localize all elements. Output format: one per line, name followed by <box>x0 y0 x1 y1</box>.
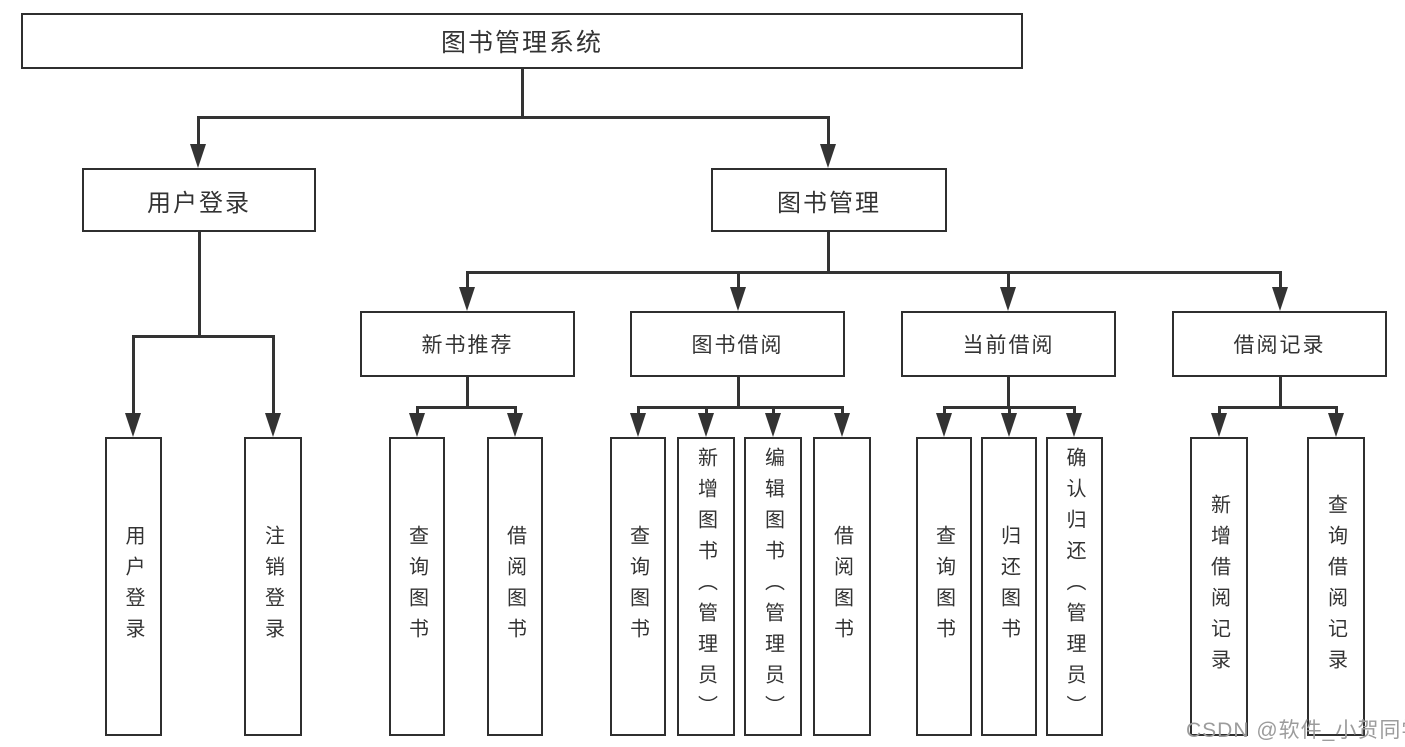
down-arrow-icon <box>820 144 836 168</box>
connector-level3-branch <box>467 271 1281 274</box>
watermark: CSDN @软件_小贺同学 <box>1186 719 1405 742</box>
connector-stem <box>1335 406 1338 415</box>
leaf-borrow-query: 查询图书 <box>610 437 666 736</box>
down-arrow-icon <box>1328 413 1344 437</box>
leaf-records-query: 查询借阅记录 <box>1307 437 1365 736</box>
leaf-borrow-add-label: 新增图书（管理员） <box>694 447 717 726</box>
leaf-borrow-borrow: 借阅图书 <box>813 437 871 736</box>
down-arrow-icon <box>507 413 523 437</box>
leaf-login-label: 用户登录 <box>122 524 144 649</box>
leaf-current-confirm-label: 确认归还（管理员） <box>1063 447 1085 726</box>
down-arrow-icon <box>730 287 746 311</box>
node-user-login-label: 用户登录 <box>147 189 251 217</box>
connector-user-login-drop <box>198 232 201 337</box>
leaf-borrow-edit-label: 编辑图书（管理员） <box>761 447 784 726</box>
connector-book-borrow-drop <box>737 377 740 408</box>
connector-stem <box>943 406 946 415</box>
leaf-records-add: 新增借阅记录 <box>1190 437 1248 736</box>
leaf-logout-label: 注销登录 <box>261 524 284 649</box>
connector-new-books-drop <box>466 377 469 408</box>
connector-stem <box>416 406 419 415</box>
down-arrow-icon <box>630 413 646 437</box>
connector-stem-login <box>132 335 135 415</box>
leaf-borrow-borrow-label: 借阅图书 <box>830 524 853 649</box>
connector-stem <box>514 406 517 415</box>
down-arrow-icon <box>936 413 952 437</box>
down-arrow-icon <box>698 413 714 437</box>
node-user-login: 用户登录 <box>82 168 316 232</box>
connector-borrow-records-branch <box>1219 406 1337 409</box>
leaf-borrow-edit: 编辑图书（管理员） <box>744 437 802 736</box>
leaf-newbooks-query-label: 查询图书 <box>405 524 428 649</box>
node-current-borrow-label: 当前借阅 <box>962 334 1055 357</box>
down-arrow-icon <box>409 413 425 437</box>
down-arrow-icon <box>1066 413 1082 437</box>
leaf-current-confirm: 确认归还（管理员） <box>1046 437 1103 736</box>
connector-stem <box>637 406 640 415</box>
leaf-borrow-add: 新增图书（管理员） <box>677 437 735 736</box>
connector-stem <box>705 406 708 415</box>
connector-user-login-branch <box>133 335 274 338</box>
connector-root-drop <box>521 69 524 118</box>
node-borrow-records: 借阅记录 <box>1172 311 1387 377</box>
node-borrow-records-label: 借阅记录 <box>1233 334 1326 357</box>
leaf-current-query-label: 查询图书 <box>932 524 955 649</box>
leaf-newbooks-borrow-label: 借阅图书 <box>503 524 526 649</box>
node-new-books-label: 新书推荐 <box>421 334 514 357</box>
leaf-current-query: 查询图书 <box>916 437 972 736</box>
leaf-newbooks-query: 查询图书 <box>389 437 445 736</box>
connector-stem <box>1008 406 1011 415</box>
connector-current-borrow-drop <box>1007 377 1010 408</box>
down-arrow-icon <box>1000 287 1016 311</box>
connector-stem-current-borrow <box>1007 271 1010 290</box>
node-current-borrow: 当前借阅 <box>901 311 1116 377</box>
node-new-books: 新书推荐 <box>360 311 575 377</box>
node-book-borrow: 图书借阅 <box>630 311 845 377</box>
down-arrow-icon <box>459 287 475 311</box>
leaf-newbooks-borrow: 借阅图书 <box>487 437 543 736</box>
connector-book-mgmt-drop <box>827 232 830 273</box>
node-book-mgmt: 图书管理 <box>711 168 947 232</box>
connector-stem-book-borrow <box>737 271 740 290</box>
down-arrow-icon <box>1272 287 1288 311</box>
connector-stem <box>772 406 775 415</box>
leaf-login: 用户登录 <box>105 437 162 736</box>
leaf-current-return: 归还图书 <box>981 437 1037 736</box>
connector-stem-logout <box>272 335 275 415</box>
down-arrow-icon <box>765 413 781 437</box>
connector-stem-book-mgmt <box>827 116 830 146</box>
connector-book-borrow-branch <box>638 406 843 409</box>
connector-stem-borrow-records <box>1279 271 1282 290</box>
node-book-mgmt-label: 图书管理 <box>777 189 881 217</box>
down-arrow-icon <box>1211 413 1227 437</box>
connector-stem-user-login <box>197 116 200 146</box>
down-arrow-icon <box>834 413 850 437</box>
leaf-records-add-label: 新增借阅记录 <box>1207 493 1230 680</box>
leaf-records-query-label: 查询借阅记录 <box>1324 493 1347 680</box>
connector-stem <box>841 406 844 415</box>
down-arrow-icon <box>1001 413 1017 437</box>
node-root-label: 图书管理系统 <box>440 29 603 57</box>
leaf-borrow-query-label: 查询图书 <box>626 524 649 649</box>
connector-borrow-records-drop <box>1279 377 1282 408</box>
node-book-borrow-label: 图书借阅 <box>691 334 784 357</box>
down-arrow-icon <box>265 413 281 437</box>
connector-new-books-branch <box>417 406 516 409</box>
leaf-logout: 注销登录 <box>244 437 302 736</box>
leaf-current-return-label: 归还图书 <box>997 524 1020 649</box>
down-arrow-icon <box>125 413 141 437</box>
connector-stem-new-books <box>466 271 469 290</box>
down-arrow-icon <box>190 144 206 168</box>
connector-stem <box>1073 406 1076 415</box>
connector-level1-branch <box>198 116 830 119</box>
connector-stem <box>1218 406 1221 415</box>
node-root: 图书管理系统 <box>21 13 1023 69</box>
